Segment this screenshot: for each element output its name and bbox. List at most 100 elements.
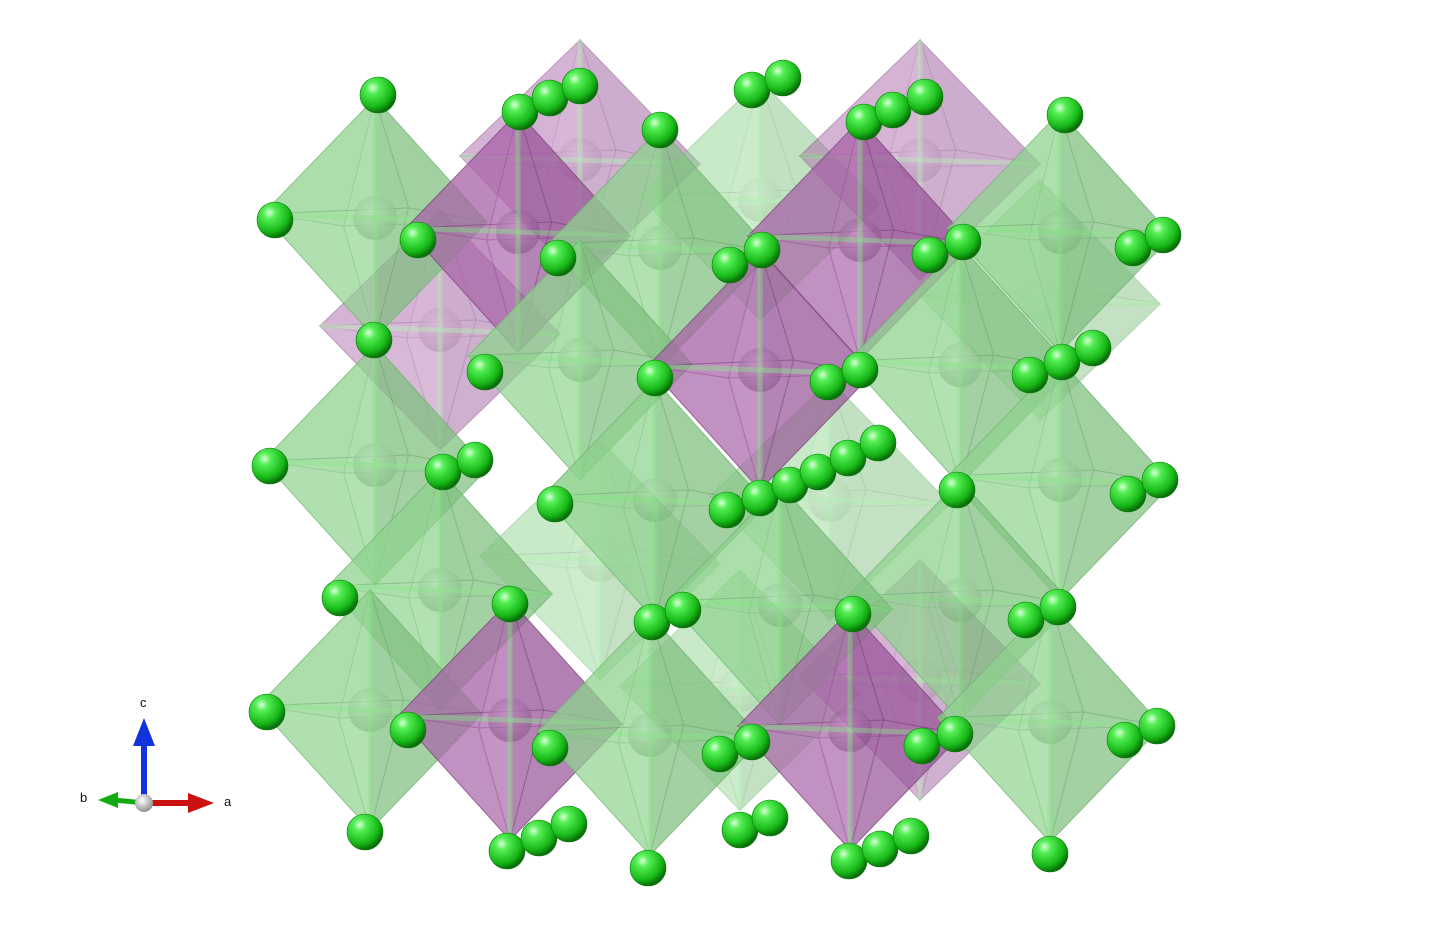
octahedron-front-9: [946, 358, 1174, 602]
center-atom-green: [758, 583, 802, 627]
ligand-atom: [829, 439, 867, 477]
ligand-atom: [256, 201, 294, 239]
polyhedron-face: [736, 719, 885, 852]
polyhedron-face: [256, 699, 405, 832]
crystal-structure: [248, 38, 1182, 887]
axis-indicator: c a b: [80, 695, 232, 813]
polyhedron-shade: [580, 240, 692, 480]
ligand-atom: [1043, 343, 1081, 381]
ligand-atom: [629, 849, 667, 887]
polyhedron-face: [466, 349, 615, 482]
ligand-atom: [1007, 601, 1045, 639]
ligand-atom: [751, 799, 789, 837]
ligand-atom: [531, 729, 569, 767]
ligand-atom: [536, 485, 574, 523]
center-atom-purple: [898, 138, 942, 182]
bond: [779, 602, 893, 612]
center-atom-green: [1038, 210, 1082, 254]
ligand-atom: [1144, 216, 1182, 254]
polyhedron-shade: [1050, 602, 1162, 842]
center-atom-purple: [738, 348, 782, 392]
octahedron-front-11: [541, 378, 769, 622]
ligand-atom: [701, 735, 739, 773]
polyhedron-face: [646, 359, 795, 492]
ligand-atom: [834, 595, 872, 633]
ligand-atom: [488, 832, 526, 870]
polyhedron-shade: [860, 120, 972, 360]
ligand-atom: [936, 715, 974, 753]
ligand-atom: [733, 71, 771, 109]
c-axis-arrowhead: [133, 718, 155, 746]
ligand-atom: [1109, 475, 1147, 513]
center-atom-green: [633, 478, 677, 522]
center-atom-green: [938, 578, 982, 622]
polyhedron-face: [946, 221, 1095, 354]
ligand-atom: [539, 239, 577, 277]
ligand-atom: [424, 453, 462, 491]
bond: [829, 497, 951, 507]
a-axis-label: a: [224, 794, 232, 809]
polyhedron-face: [541, 489, 690, 622]
ligand-atom: [809, 363, 847, 401]
c-axis-label: c: [140, 695, 147, 710]
ligand-atom: [1138, 707, 1176, 745]
ligand-atom: [359, 76, 397, 114]
center-atom-green: [418, 568, 462, 612]
ligand-atom: [561, 67, 599, 105]
center-atom-green: [558, 338, 602, 382]
polyhedron-shade: [650, 615, 762, 855]
polyhedron-shade: [850, 610, 962, 850]
octahedron-front-16: [536, 613, 764, 857]
ligand-atom: [841, 351, 879, 389]
polyhedron-shade: [660, 128, 772, 368]
ligand-atom: [321, 579, 359, 617]
bond: [1039, 297, 1161, 307]
ligand-atom: [355, 321, 393, 359]
polyhedron-face: [536, 724, 685, 857]
polyhedron-face: [936, 711, 1085, 844]
ligand-atom: [711, 246, 749, 284]
ligand-atom: [633, 603, 671, 641]
ligand-atom: [830, 842, 868, 880]
ligand-atom: [911, 236, 949, 274]
ligand-atom: [389, 711, 427, 749]
ligand-atom: [743, 231, 781, 269]
axis-origin-sphere: [135, 794, 153, 812]
center-atom-green: [353, 443, 397, 487]
polyhedron-shade: [1060, 360, 1172, 600]
ligand-atom: [346, 813, 384, 851]
b-axis-label: b: [80, 790, 87, 805]
ligand-atom: [906, 78, 944, 116]
polyhedron-face: [261, 207, 410, 340]
center-atom-green: [348, 688, 392, 732]
center-atom-green: [628, 713, 672, 757]
ligand-atom: [861, 830, 899, 868]
octahedron-front-18: [936, 600, 1164, 844]
center-atom-purple: [828, 708, 872, 752]
ligand-atom: [733, 723, 771, 761]
octahedron-front-4: [946, 110, 1174, 354]
polyhedron-shade: [655, 380, 767, 620]
polyhedron-face: [846, 354, 995, 487]
center-atom-purple: [838, 218, 882, 262]
ligand-atom: [641, 111, 679, 149]
a-axis-arrowhead: [188, 793, 214, 813]
center-atom-green: [1028, 700, 1072, 744]
ligand-atom: [466, 353, 504, 391]
ligand-atom: [1039, 588, 1077, 626]
ligand-atom: [903, 727, 941, 765]
polyhedron-shade: [1060, 112, 1172, 352]
polyhedron-shade: [960, 480, 1072, 720]
ligand-atom: [874, 91, 912, 129]
center-atom-purple: [488, 698, 532, 742]
center-atom-green: [1038, 458, 1082, 502]
ligand-atom: [892, 817, 930, 855]
ligand-atom: [1106, 721, 1144, 759]
ligand-atom: [550, 805, 588, 843]
ligand-atom: [938, 471, 976, 509]
b-axis-arrowhead: [98, 792, 118, 808]
center-atom-purple: [496, 210, 540, 254]
ligand-atom: [1011, 356, 1049, 394]
ligand-atom: [764, 59, 802, 97]
